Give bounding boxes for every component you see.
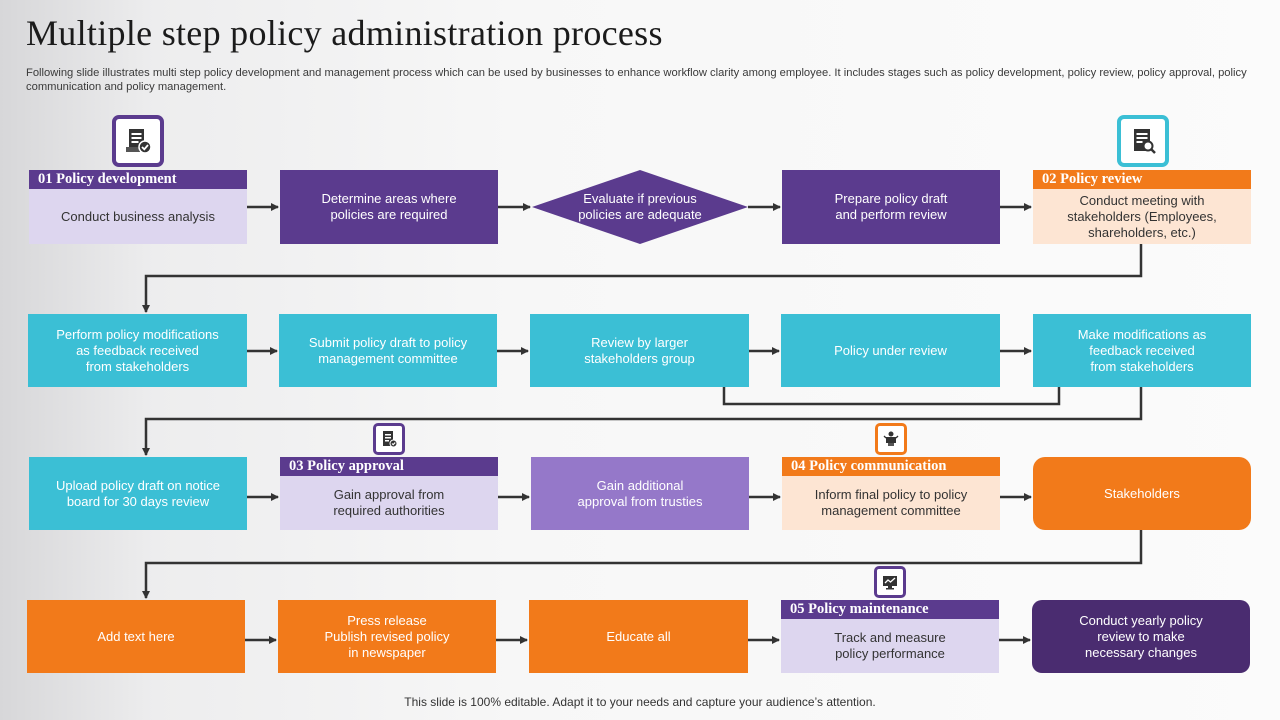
step-conduct-yearly-review: Conduct yearly policy review to make nec…: [1032, 600, 1250, 673]
announcement-icon: [875, 423, 907, 455]
stage-body: Inform final policy to policy management…: [782, 476, 1000, 530]
document-search-icon: [1117, 115, 1169, 167]
stage-body: Conduct business analysis: [29, 189, 247, 244]
step-press-release: Press release Publish revised policy in …: [278, 600, 496, 673]
stage-policy-approval: 03 Policy approval Gain approval from re…: [280, 457, 498, 530]
monitor-performance-icon: [874, 566, 906, 598]
stage-header: 01 Policy development: [29, 170, 247, 189]
step-gain-additional-approval: Gain additional approval from trusties: [531, 457, 749, 530]
stage-policy-review: 02 Policy review Conduct meeting with st…: [1033, 170, 1251, 244]
step-determine-areas: Determine areas where policies are requi…: [280, 170, 498, 244]
step-educate-all: Educate all: [529, 600, 748, 673]
arrow-connector: [142, 244, 1143, 313]
feedback-loop-connector: [722, 387, 1061, 406]
page-footer: This slide is 100% editable. Adapt it to…: [404, 695, 876, 709]
arrow-connector: [142, 530, 1143, 599]
step-submit-draft: Submit policy draft to policy management…: [279, 314, 497, 387]
stage-policy-communication: 04 Policy communication Inform final pol…: [782, 457, 1000, 530]
stage-policy-development: 01 Policy development Conduct business a…: [29, 170, 247, 244]
page-subtitle: Following slide illustrates multi step p…: [26, 67, 1247, 93]
stage-header: 04 Policy communication: [782, 457, 1000, 476]
stage-header: 02 Policy review: [1033, 170, 1251, 189]
stage-body: Conduct meeting with stakeholders (Emplo…: [1033, 189, 1251, 244]
policy-document-check-icon: [112, 115, 164, 167]
page-title: Multiple step policy administration proc…: [26, 13, 663, 53]
stage-header: 05 Policy maintenance: [781, 600, 999, 619]
step-upload-draft: Upload policy draft on notice board for …: [29, 457, 247, 530]
step-stakeholders: Stakeholders: [1033, 457, 1251, 530]
stage-header: 03 Policy approval: [280, 457, 498, 476]
stage-policy-maintenance: 05 Policy maintenance Track and measure …: [781, 600, 999, 673]
step-make-modifications: Make modifications as feedback received …: [1033, 314, 1251, 387]
stage-body: Gain approval from required authorities: [280, 476, 498, 530]
step-perform-modifications: Perform policy modifications as feedback…: [28, 314, 247, 387]
step-review-larger-group: Review by larger stakeholders group: [530, 314, 749, 387]
checklist-approval-icon: [373, 423, 405, 455]
step-policy-under-review: Policy under review: [781, 314, 1000, 387]
stage-body: Track and measure policy performance: [781, 619, 999, 673]
arrow-connector: [142, 387, 1143, 456]
step-add-text: Add text here: [27, 600, 245, 673]
step-prepare-draft: Prepare policy draft and perform review: [782, 170, 1000, 244]
